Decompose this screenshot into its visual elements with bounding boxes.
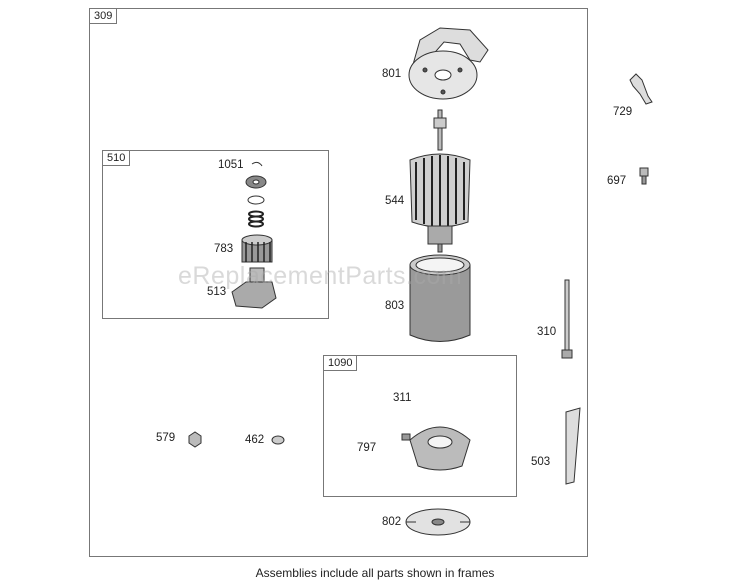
label-802: 802 xyxy=(382,516,402,528)
part-310-drawing xyxy=(561,279,573,359)
part-1051-drawing xyxy=(251,161,263,167)
part-801-drawing xyxy=(408,27,489,100)
part-783-drawing xyxy=(241,234,273,263)
part-513-drawing xyxy=(231,267,277,309)
part-462-drawing xyxy=(271,435,285,445)
label-803: 803 xyxy=(385,300,405,312)
frame-510: 510 xyxy=(102,150,329,319)
watermark: eReplacementParts.com xyxy=(178,262,463,290)
part-802-drawing xyxy=(405,508,471,536)
part-510-stack-drawing xyxy=(245,175,267,228)
label-1051: 1051 xyxy=(218,159,244,171)
label-797: 797 xyxy=(357,442,377,454)
part-1090-drawing xyxy=(401,426,471,471)
frame-309-tag: 309 xyxy=(90,9,118,24)
label-544: 544 xyxy=(385,195,405,207)
label-579: 579 xyxy=(156,432,176,444)
part-503-drawing xyxy=(565,407,581,485)
label-513: 513 xyxy=(207,286,227,298)
frame-309: 309 xyxy=(89,8,588,557)
part-579-drawing xyxy=(188,431,202,448)
part-697-drawing xyxy=(639,167,649,185)
label-729: 729 xyxy=(613,106,633,118)
label-783: 783 xyxy=(214,243,234,255)
part-803-drawing xyxy=(409,254,471,342)
label-801: 801 xyxy=(382,68,402,80)
frame-1090-tag: 1090 xyxy=(324,356,358,371)
frame-1090: 1090 xyxy=(323,355,517,497)
caption: Assemblies include all parts shown in fr… xyxy=(255,566,495,580)
label-503: 503 xyxy=(531,456,551,468)
label-462: 462 xyxy=(245,434,265,446)
frame-510-tag: 510 xyxy=(103,151,131,166)
part-729-drawing xyxy=(629,73,653,105)
label-697: 697 xyxy=(607,175,627,187)
label-311: 311 xyxy=(393,392,412,404)
label-310: 310 xyxy=(537,326,557,338)
part-544-drawing xyxy=(409,109,471,253)
